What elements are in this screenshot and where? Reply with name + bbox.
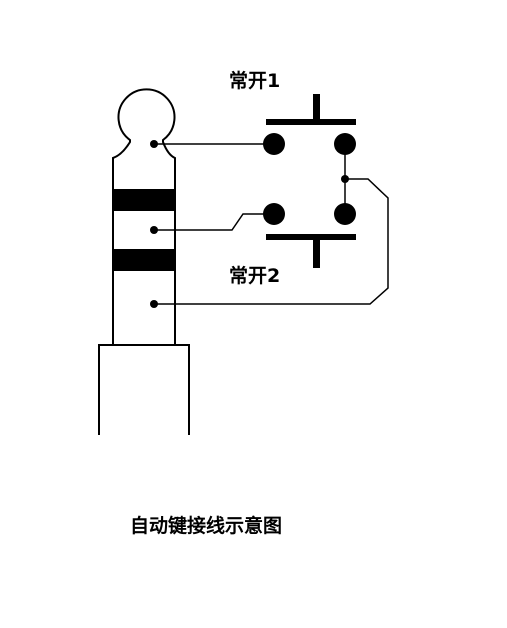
switch-1 bbox=[263, 94, 356, 155]
switch2-label: 常开2 bbox=[229, 264, 280, 287]
switch2-left-contact bbox=[263, 203, 285, 225]
plug-tip bbox=[112, 88, 176, 346]
switch1-left-contact bbox=[263, 133, 285, 155]
switch1-right-contact bbox=[334, 133, 356, 155]
headphone-plug bbox=[98, 88, 190, 435]
switch-2 bbox=[263, 203, 356, 268]
wire-common-to-sleeve bbox=[154, 178, 389, 305]
switch2-bar bbox=[266, 234, 356, 240]
switch1-label: 常开1 bbox=[229, 69, 280, 92]
switch1-plunger bbox=[313, 94, 320, 121]
wire-ring-to-switch2 bbox=[154, 213, 274, 231]
switch2-plunger bbox=[313, 238, 320, 268]
plug-sleeve bbox=[98, 344, 190, 435]
switch1-bar bbox=[266, 119, 356, 125]
switch2-right-contact bbox=[334, 203, 356, 225]
diagram-caption: 自动键接线示意图 bbox=[130, 514, 282, 537]
wires bbox=[154, 143, 389, 305]
insulator-band-2 bbox=[113, 249, 175, 271]
insulator-band-1 bbox=[113, 189, 175, 211]
common-junction-dot bbox=[341, 175, 349, 183]
